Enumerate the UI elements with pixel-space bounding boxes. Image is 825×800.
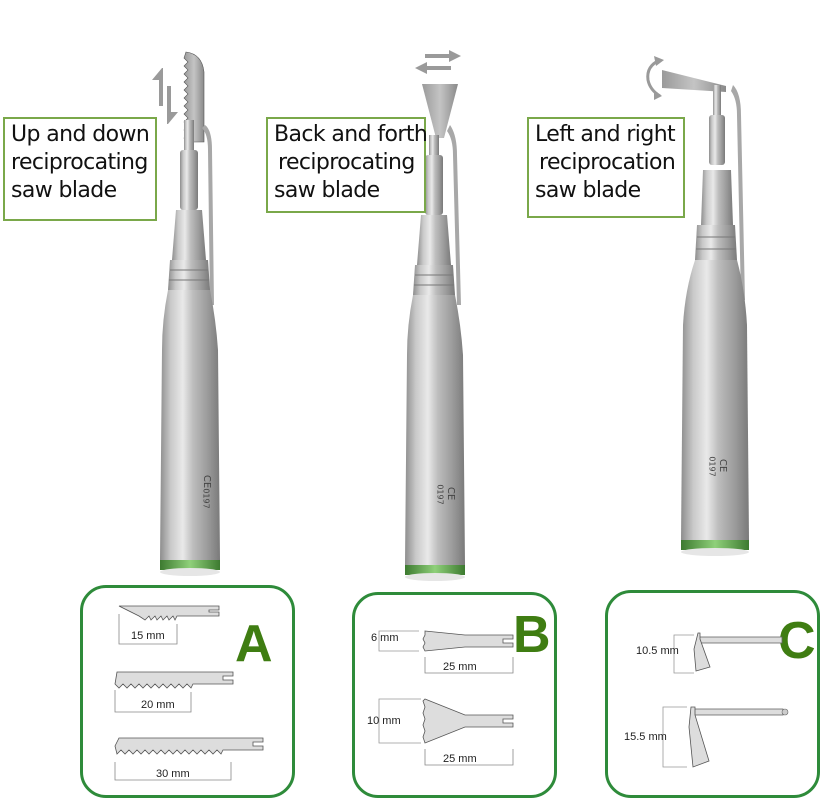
up-down-arrows-icon: [152, 68, 178, 124]
saw-blade-left-right: [662, 70, 726, 92]
blade-height-c2: 15.5 mm: [624, 731, 667, 743]
panel-a: A 15 mm 20 mm 30 mm: [80, 585, 295, 798]
rotate-arrows-icon: [646, 56, 664, 100]
handpiece-body-b: [405, 125, 465, 581]
label-line: Back and forth: [274, 122, 428, 147]
marking-code-b: 0197: [435, 484, 445, 505]
label-line: saw blade: [274, 178, 380, 203]
label-line: Up and down: [11, 122, 150, 147]
panel-c: C 10.5 mm 15.5 mm: [605, 590, 820, 798]
blade-length-b1: 25 mm: [443, 661, 477, 673]
marking-code-c: 0197: [707, 456, 717, 477]
blade-b-10mm: [378, 698, 514, 766]
blade-a-30mm: [114, 737, 264, 781]
blade-length-a2: 20 mm: [141, 699, 175, 711]
label-line: Left and right: [535, 122, 676, 147]
blade-length-b2: 25 mm: [443, 753, 477, 765]
saw-blade-back-forth: [422, 84, 458, 138]
handpiece-body-c: [681, 85, 749, 556]
label-line: reciprocating: [11, 150, 148, 175]
blade-length-a1: 15 mm: [131, 630, 165, 642]
label-line: reciprocation: [539, 150, 676, 175]
label-left-right: Left and right reciprocation saw blade: [527, 117, 685, 218]
blade-c-15.5mm: [662, 706, 789, 768]
ce-mark-b: CE: [445, 486, 457, 501]
white-patch: [734, 748, 814, 782]
blade-b-6mm: [378, 630, 514, 674]
marking-code-a: 0197: [201, 488, 211, 509]
ce-mark-c: CE: [717, 458, 729, 473]
blade-c-10.5mm: [673, 632, 783, 674]
blade-width-b2: 10 mm: [367, 715, 401, 727]
panel-letter-b: B: [513, 606, 551, 664]
panel-b: B 6 mm 25 mm 10 mm 25 mm: [352, 592, 557, 798]
blade-a-15mm: [118, 605, 220, 645]
blade-a-20mm: [114, 671, 234, 713]
left-right-arrows-icon: [415, 50, 461, 74]
handpiece-body-a: [160, 120, 220, 576]
label-line: reciprocating: [278, 150, 415, 175]
panel-letter-c: C: [778, 612, 816, 670]
panel-letter-a: A: [235, 615, 273, 673]
ce-mark-a: CE: [201, 474, 213, 489]
label-line: saw blade: [535, 178, 641, 203]
label-back-forth: Back and forth reciprocating saw blade: [266, 117, 428, 213]
label-line: saw blade: [11, 178, 117, 203]
blade-height-c1: 10.5 mm: [636, 645, 679, 657]
blade-length-a3: 30 mm: [156, 768, 190, 780]
blade-width-b1: 6 mm: [371, 632, 399, 644]
label-up-down: Up and down reciprocating saw blade: [3, 117, 157, 221]
